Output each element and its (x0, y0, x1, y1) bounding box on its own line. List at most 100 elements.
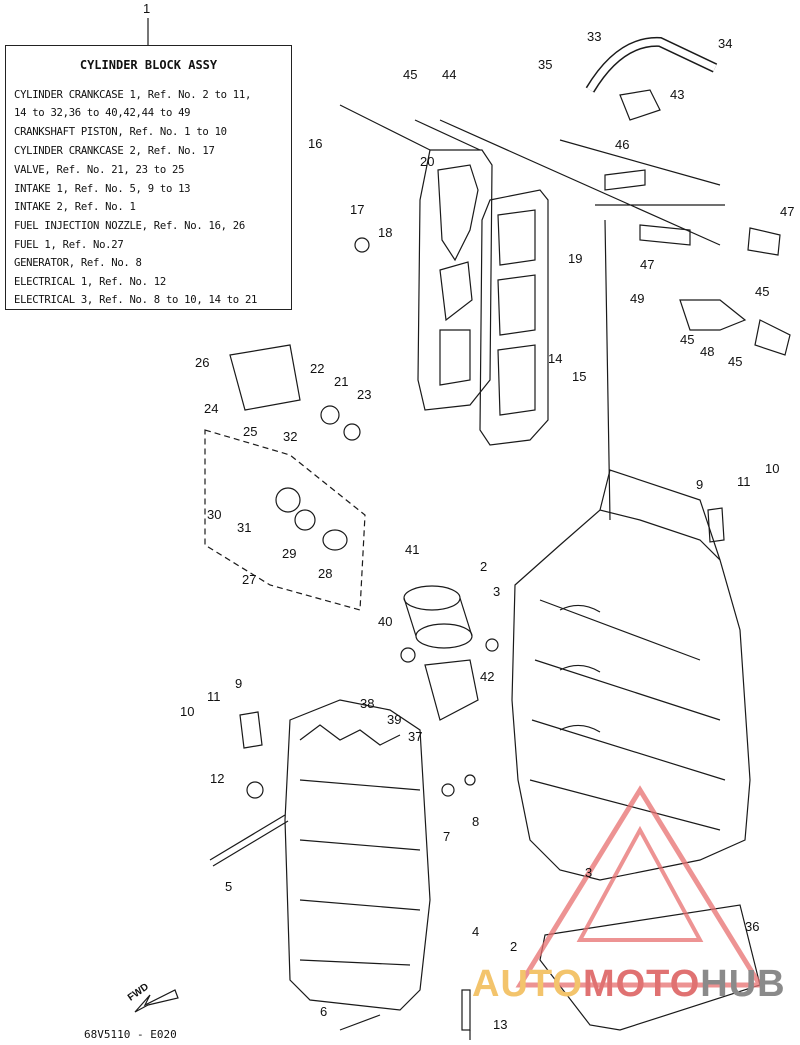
callout-26: 26 (195, 355, 210, 370)
callout-4: 4 (472, 924, 480, 939)
legend-box: CYLINDER BLOCK ASSY CYLINDER CRANKCASE 1… (5, 45, 292, 310)
callout-39: 39 (387, 712, 402, 727)
cover-24 (229, 344, 301, 411)
callout-31: 31 (237, 520, 252, 535)
callout-28: 28 (318, 566, 333, 581)
watermark-part-1: AUTO (472, 963, 583, 1005)
callout-15: 15 (572, 369, 587, 384)
callout-14: 14 (548, 351, 563, 366)
callout-45: 45 (755, 284, 770, 299)
callout-20: 20 (420, 154, 435, 169)
valve-21 (320, 405, 340, 425)
callout-3: 3 (585, 865, 593, 880)
crankcase-1 (284, 699, 431, 1011)
callout-33: 33 (587, 29, 602, 44)
fuel-group-27-box (204, 429, 366, 611)
callout-10: 10 (765, 461, 780, 476)
callout-2: 2 (510, 939, 518, 954)
clamp-43 (619, 89, 661, 121)
callout-17: 17 (350, 202, 365, 217)
callout-35: 35 (538, 57, 553, 72)
legend-line: GENERATOR, Ref. No. 8 (14, 257, 142, 269)
callout-46: 46 (615, 137, 630, 152)
bracket-9-right (707, 507, 725, 543)
legend-line: CYLINDER CRANKCASE 2, Ref. No. 17 (14, 145, 215, 157)
callout-6: 6 (320, 1004, 328, 1019)
crankcase-cover-plate (417, 149, 493, 411)
callout-9: 9 (235, 676, 243, 691)
gasket-19 (479, 189, 549, 446)
washer-8 (464, 774, 476, 786)
callout-47: 47 (640, 257, 655, 272)
watermark-part-2: MOTO (582, 963, 701, 1005)
callout-21: 21 (334, 374, 349, 389)
callout-47: 47 (780, 204, 795, 219)
callout-37: 37 (408, 729, 423, 744)
callout-13: 13 (493, 1017, 508, 1032)
legend-line: INTAKE 1, Ref. No. 5, 9 to 13 (14, 183, 191, 195)
callout-45: 45 (403, 67, 418, 82)
gasket-36 (539, 904, 761, 1031)
callout-12: 12 (210, 771, 225, 786)
callout-27: 27 (242, 572, 257, 587)
callout-32: 32 (283, 429, 298, 444)
pump-part-29 (275, 487, 301, 513)
callout-36: 36 (745, 919, 760, 934)
bracket-37 (424, 659, 479, 721)
fwd-arrow-icon (134, 989, 179, 1013)
grommet-12 (246, 781, 264, 799)
callout-1: 1 (143, 1, 151, 16)
callout-24: 24 (204, 401, 219, 416)
callout-49: 49 (630, 291, 645, 306)
legend-line: FUEL 1, Ref. No.27 (14, 239, 124, 251)
legend-line: CRANKSHAFT PISTON, Ref. No. 1 to 10 (14, 126, 227, 138)
callout-2: 2 (480, 559, 488, 574)
clip-46 (604, 169, 646, 191)
bolt-5 (209, 814, 286, 861)
joint-48 (679, 299, 747, 331)
cylinder-block (511, 509, 751, 881)
valve-23 (343, 423, 361, 441)
stud-13 (461, 989, 471, 1031)
callout-7: 7 (443, 829, 451, 844)
callout-34: 34 (718, 36, 733, 51)
plug-17 (354, 237, 370, 253)
callout-48: 48 (700, 344, 715, 359)
legend-line: 14 to 32,36 to 40,42,44 to 49 (14, 107, 191, 119)
callout-10: 10 (180, 704, 195, 719)
callout-25: 25 (243, 424, 258, 439)
callout-44: 44 (442, 67, 457, 82)
sleeve-28 (322, 529, 348, 551)
callout-43: 43 (670, 87, 685, 102)
bolt-7 (441, 783, 455, 797)
callout-3: 3 (493, 584, 501, 599)
bracket-9-left (239, 711, 263, 749)
callout-45: 45 (680, 332, 695, 347)
callout-9: 9 (696, 477, 704, 492)
legend-line: ELECTRICAL 1, Ref. No. 12 (14, 276, 166, 288)
callout-38: 38 (360, 696, 375, 711)
callout-42: 42 (480, 669, 495, 684)
callout-41: 41 (405, 542, 420, 557)
legend-line: FUEL INJECTION NOZZLE, Ref. No. 16, 26 (14, 220, 245, 232)
oil-filter-41 (403, 585, 473, 649)
watermark-text: AUTOMOTOHUB (472, 963, 786, 1006)
legend-line: INTAKE 2, Ref. No. 1 (14, 201, 136, 213)
callout-23: 23 (357, 387, 372, 402)
bolt-6 (339, 1014, 381, 1031)
callout-16: 16 (308, 136, 323, 151)
fitting-42 (485, 638, 499, 652)
clip-47-left (639, 224, 691, 246)
ring-40 (400, 647, 416, 663)
callout-19: 19 (568, 251, 583, 266)
callout-11: 11 (207, 689, 221, 704)
legend-line: CYLINDER CRANKCASE 1, Ref. No. 2 to 11, (14, 89, 252, 101)
callout-45: 45 (728, 354, 743, 369)
legend-line: VALVE, Ref. No. 21, 23 to 25 (14, 164, 185, 176)
callout-40: 40 (378, 614, 393, 629)
legend-line: ELECTRICAL 3, Ref. No. 8 to 10, 14 to 21 (14, 294, 258, 306)
callout-29: 29 (282, 546, 297, 561)
watermark-part-3: HUB (700, 963, 786, 1005)
